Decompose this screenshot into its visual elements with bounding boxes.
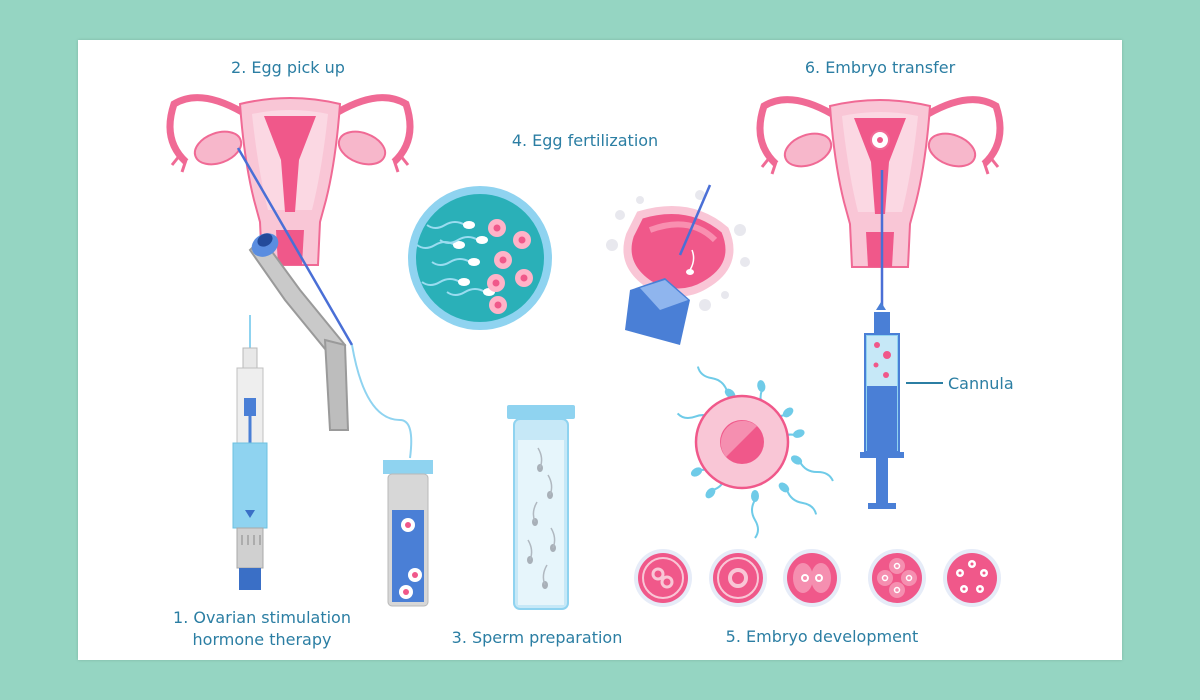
ultrasound-probe-icon xyxy=(236,147,413,459)
embryo-stage-1-icon xyxy=(634,549,692,607)
cannula-syringe-icon xyxy=(860,302,943,509)
embryo-stage-2-icon xyxy=(709,549,767,607)
embryo-transfer-uterus-icon xyxy=(760,100,1000,310)
step-2-label: 2. Egg pick up xyxy=(231,58,345,77)
icsi-fertilization-icon xyxy=(606,184,750,345)
sperm-tube-icon xyxy=(507,405,575,610)
embryo-stage-4-icon xyxy=(868,549,926,607)
step-5-label: 5. Embryo development xyxy=(726,627,919,646)
step-1-label-line-1: 1. Ovarian stimulation xyxy=(173,608,351,627)
step-1-label-line-2: hormone therapy xyxy=(193,630,332,649)
petri-dish-icon xyxy=(408,186,552,330)
collection-tube-icon xyxy=(383,460,433,607)
egg-with-sperm-icon xyxy=(675,362,836,539)
embryo-stage-5-icon xyxy=(943,549,1001,607)
embryo-stage-3-icon xyxy=(783,549,841,607)
step-4-label: 4. Egg fertilization xyxy=(512,131,658,150)
step-3-label: 3. Sperm preparation xyxy=(452,628,623,647)
cannula-label: Cannula xyxy=(948,374,1014,393)
step-6-label: 6. Embryo transfer xyxy=(805,58,956,77)
hormone-pen-icon xyxy=(232,315,268,590)
